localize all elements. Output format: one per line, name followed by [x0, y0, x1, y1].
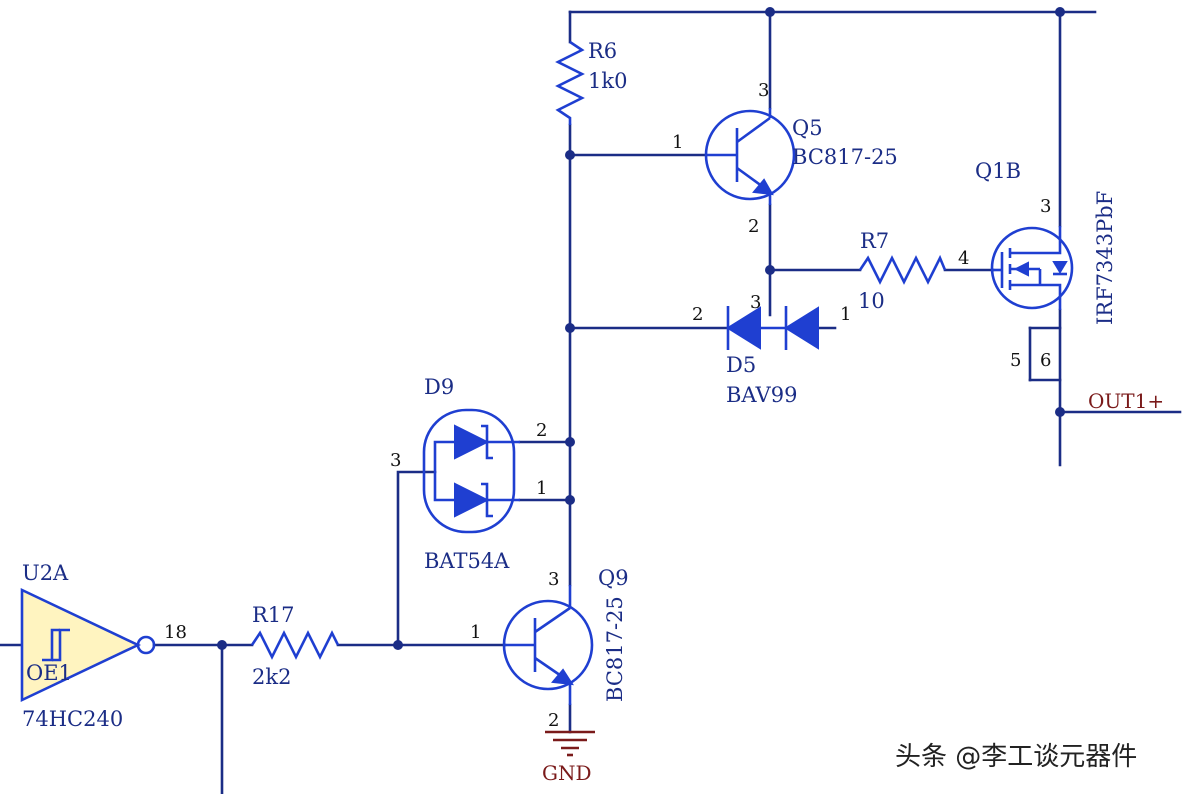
q9-ref: Q9 — [598, 566, 629, 590]
u2a-ref: U2A — [22, 561, 69, 585]
resistor-r6: R6 1k0 — [555, 39, 627, 125]
q9-pin-1: 1 — [470, 622, 481, 643]
q5-value: BC817-25 — [792, 145, 898, 169]
junctions — [217, 7, 1065, 650]
d5-pin-1: 1 — [840, 304, 851, 325]
ground-symbol: GND — [542, 730, 595, 785]
u2a-value: 74HC240 — [22, 707, 123, 731]
q1b-pin-6: 6 — [1040, 350, 1051, 371]
q5-pin-3: 3 — [758, 80, 769, 101]
r7-ref: R7 — [860, 229, 889, 253]
buffer-u2a: OE1 18 U2A 74HC240 — [20, 561, 187, 731]
d5-ref: D5 — [726, 353, 756, 377]
u2a-pin-18: 18 — [164, 622, 187, 643]
d9-value: BAT54A — [424, 549, 510, 573]
net-label-out1: OUT1+ — [1088, 389, 1164, 413]
r17-value: 2k2 — [252, 665, 291, 689]
resistor-r17: R17 2k2 — [250, 603, 340, 689]
d9-ref: D9 — [424, 375, 454, 399]
transistor-q5: 1 2 3 Q5 BC817-25 — [672, 80, 898, 237]
transistor-q9: 1 2 3 Q9 BC817-25 — [470, 566, 629, 731]
d9-pin-2: 2 — [536, 420, 547, 441]
d9-pin-3: 3 — [390, 450, 401, 471]
d5-pin-3: 3 — [750, 292, 761, 313]
r6-value: 1k0 — [588, 69, 627, 93]
q9-pin-3: 3 — [548, 569, 559, 590]
r7-value: 10 — [858, 289, 885, 313]
q1b-pin-3: 3 — [1040, 196, 1051, 217]
net-label-gnd: GND — [542, 761, 592, 785]
diode-d9: 2 1 3 D9 BAT54A — [390, 375, 547, 573]
u2a-pin-label: OE1 — [26, 661, 72, 685]
watermark: 头条 @李工谈元器件 — [895, 742, 1137, 772]
q5-pin-1: 1 — [672, 132, 683, 153]
q1b-pin-4: 4 — [958, 248, 969, 269]
r17-ref: R17 — [252, 603, 295, 627]
q5-ref: Q5 — [792, 116, 823, 140]
q1b-value: IRF7343PbF — [1093, 191, 1117, 325]
q5-pin-2: 2 — [748, 216, 759, 237]
q9-value: BC817-25 — [603, 596, 627, 702]
schmitt-trigger-icon — [42, 628, 60, 662]
d5-pin-2: 2 — [692, 304, 703, 325]
d9-pin-1: 1 — [536, 478, 547, 499]
diode-d5: 2 3 1 D5 BAV99 — [692, 292, 851, 407]
resistor-r7: R7 10 — [858, 229, 947, 313]
mosfet-q1b: 3 4 5 6 Q1B IRF7343PbF — [958, 159, 1117, 371]
d5-value: BAV99 — [726, 383, 797, 407]
wires — [0, 10, 1182, 794]
q1b-pin-5: 5 — [1010, 350, 1021, 371]
q9-pin-2: 2 — [548, 710, 559, 731]
q1b-ref: Q1B — [975, 159, 1021, 183]
r6-ref: R6 — [588, 39, 617, 63]
